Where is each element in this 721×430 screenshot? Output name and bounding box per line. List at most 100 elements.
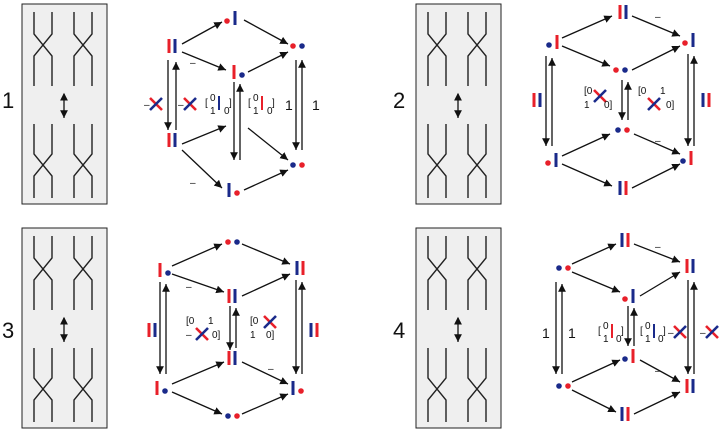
panel-number: 2 — [393, 88, 405, 113]
state-node — [618, 179, 628, 197]
svg-text:–: – — [700, 328, 706, 339]
panel-1: 1 – – — [2, 4, 320, 204]
state-node — [167, 37, 177, 55]
svg-text:0]: 0] — [666, 100, 675, 111]
svg-text:[: [ — [598, 326, 601, 337]
state-node — [309, 321, 319, 339]
swap-cross — [704, 324, 720, 340]
state-node — [227, 287, 237, 305]
svg-text:[0: [0 — [584, 86, 593, 97]
state-node — [167, 131, 177, 149]
svg-text:1: 1 — [210, 106, 216, 117]
svg-text:]: ] — [663, 326, 666, 337]
state-node — [225, 413, 240, 419]
svg-text:0: 0 — [253, 93, 259, 104]
state-node — [232, 63, 247, 81]
braid-box — [416, 4, 501, 204]
panel-number: 3 — [2, 318, 14, 343]
svg-text:–: – — [144, 100, 150, 111]
panel-4: 4 – – — [393, 228, 720, 428]
svg-text:–: – — [655, 136, 661, 147]
svg-text:0]: 0] — [212, 330, 221, 341]
svg-text:0: 0 — [267, 106, 273, 117]
svg-text:1: 1 — [660, 86, 666, 97]
svg-text:1: 1 — [253, 106, 259, 117]
state-node — [678, 149, 693, 167]
svg-text:1: 1 — [208, 316, 214, 327]
svg-text:0: 0 — [224, 106, 230, 117]
panel-number: 4 — [393, 318, 405, 343]
svg-text:–: – — [268, 364, 274, 375]
state-node — [556, 265, 571, 271]
svg-text:1: 1 — [285, 97, 293, 113]
svg-text:1: 1 — [250, 330, 256, 341]
swap-cross — [194, 326, 210, 342]
state-node — [147, 321, 157, 339]
svg-text:0]: 0] — [266, 330, 275, 341]
state-node — [620, 287, 635, 305]
svg-text:0: 0 — [603, 321, 609, 332]
svg-text:[0: [0 — [186, 316, 195, 327]
svg-text:0: 0 — [658, 334, 664, 345]
state-node — [620, 405, 630, 423]
svg-text:[0: [0 — [250, 316, 259, 327]
svg-text:[: [ — [205, 98, 208, 109]
svg-text:[: [ — [640, 326, 643, 337]
swap-cross — [646, 96, 662, 112]
state-node — [543, 151, 558, 169]
state-node — [291, 379, 306, 397]
svg-text:]: ] — [272, 98, 275, 109]
svg-text:–: – — [186, 330, 192, 341]
svg-text:[: [ — [248, 98, 251, 109]
state-node — [618, 3, 628, 21]
swap-cross — [148, 96, 164, 112]
svg-text:1: 1 — [645, 334, 651, 345]
panel-number: 1 — [2, 88, 14, 113]
swap-cross — [262, 314, 278, 330]
svg-text:0]: 0] — [604, 100, 613, 111]
state-node — [680, 31, 695, 49]
state-node — [158, 261, 173, 279]
state-node — [532, 91, 542, 109]
svg-text:0: 0 — [645, 321, 651, 332]
state-node — [290, 43, 305, 49]
svg-text:]: ] — [229, 98, 232, 109]
svg-text:0: 0 — [616, 334, 622, 345]
state-node — [222, 9, 237, 27]
state-graph: – – – – 1 1 [ — [144, 9, 320, 199]
svg-text:–: – — [655, 242, 661, 253]
state-node — [295, 259, 305, 277]
state-graph: – – [0 1 0] [0 1 0] — [532, 3, 711, 197]
matrix: [ 0 1 0 ] [ 0 1 0 ] — [598, 321, 666, 345]
state-node — [685, 257, 695, 275]
svg-text:[0: [0 — [638, 86, 647, 97]
svg-text:1: 1 — [542, 325, 550, 341]
svg-text:0: 0 — [210, 93, 216, 104]
svg-text:–: – — [190, 58, 196, 69]
braid-box — [416, 228, 501, 428]
svg-text:1: 1 — [603, 334, 609, 345]
state-node — [620, 231, 630, 249]
state-graph: – – 1 1 – – [ — [542, 231, 720, 423]
braid-box — [22, 228, 107, 428]
panel-3: 3 — [2, 228, 319, 428]
matrix: [ 0 1 0 ] [ 0 1 0 ] — [205, 93, 275, 117]
panel-2: 2 — [393, 3, 711, 204]
state-graph: – – [0 1 – 0] [0 1 0] — [147, 239, 319, 419]
state-node — [613, 67, 628, 73]
state-node — [290, 162, 305, 168]
state-node — [155, 379, 170, 397]
svg-text:1: 1 — [312, 97, 320, 113]
svg-text:]: ] — [621, 326, 624, 337]
state-node — [615, 127, 630, 133]
svg-text:–: – — [655, 12, 661, 23]
state-node — [685, 377, 695, 395]
svg-text:1: 1 — [584, 100, 590, 111]
state-node — [544, 33, 559, 51]
braid-box — [22, 4, 107, 204]
state-node — [227, 181, 242, 199]
state-node — [556, 383, 571, 389]
svg-text:–: – — [668, 328, 674, 339]
state-node — [701, 91, 711, 109]
